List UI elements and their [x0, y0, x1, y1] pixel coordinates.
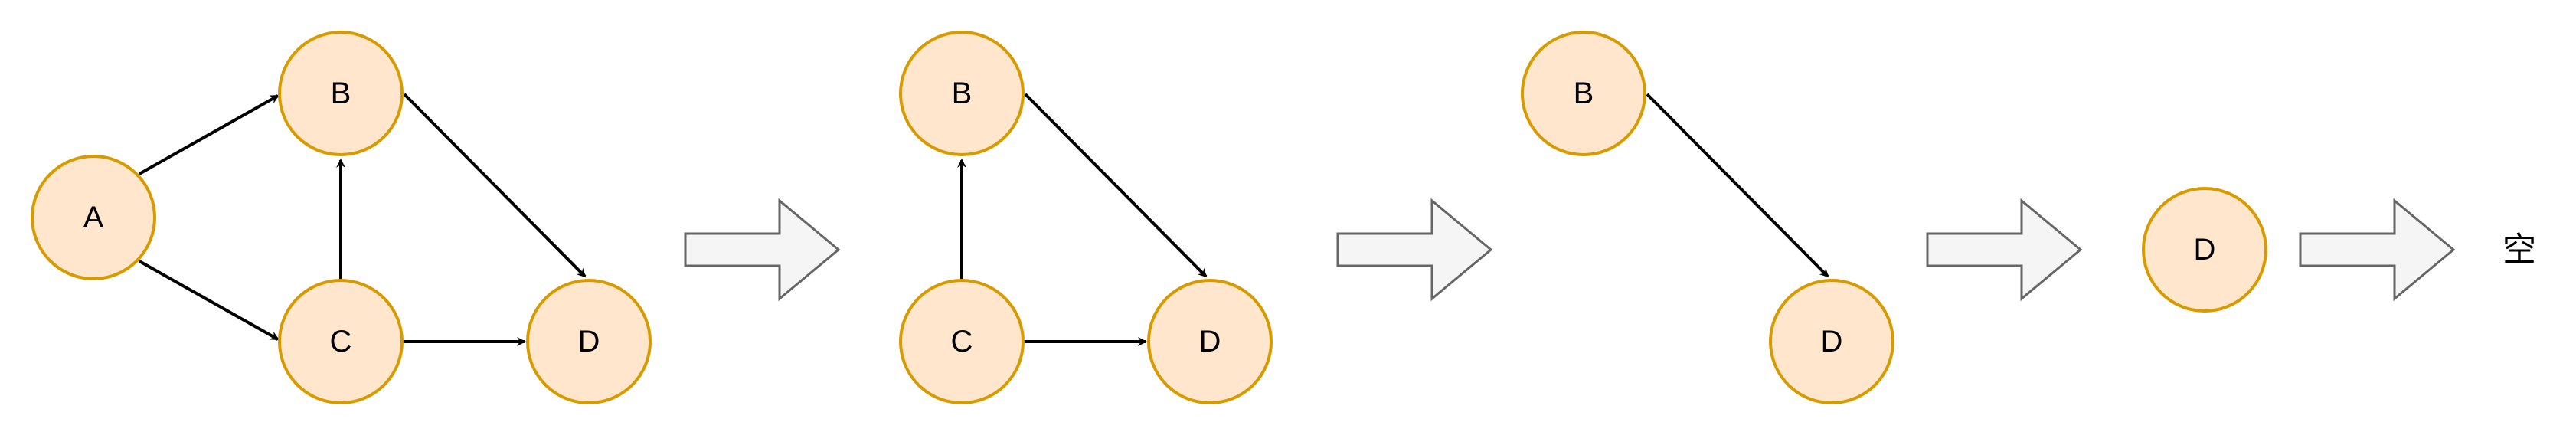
- step-arrow-2: [1336, 198, 1493, 302]
- node-label: D: [578, 325, 600, 358]
- node-label: B: [1574, 77, 1594, 110]
- node-d: D: [526, 279, 652, 404]
- node-a: A: [31, 155, 156, 280]
- node-label: C: [330, 325, 352, 358]
- edge-a-c: [139, 260, 280, 341]
- node-label: D: [1199, 325, 1221, 358]
- stage-1-graph: A B C D: [31, 31, 652, 404]
- edge-b-d: [1024, 93, 1208, 278]
- node-label: A: [83, 201, 104, 234]
- empty-result-label: 空: [2502, 231, 2536, 270]
- step-arrow-3: [1926, 198, 2083, 302]
- node-d: D: [1769, 279, 1894, 404]
- step-arrow-1: [684, 198, 841, 302]
- stage-3-graph: B D: [1521, 31, 1894, 404]
- node-label: B: [952, 77, 973, 110]
- node-b: B: [899, 31, 1025, 156]
- node-b: B: [278, 31, 404, 156]
- node-label: D: [1821, 325, 1843, 358]
- edge-a-b: [139, 94, 280, 175]
- node-d: D: [2142, 187, 2267, 313]
- stage-4-graph: D: [2142, 187, 2267, 313]
- stage-2-graph: B C D: [899, 31, 1273, 404]
- edge-b-d: [1646, 93, 1829, 278]
- node-label: B: [331, 77, 351, 110]
- edge-b-d: [403, 93, 587, 278]
- node-label: C: [951, 325, 973, 358]
- node-b: B: [1521, 31, 1646, 156]
- node-d: D: [1147, 279, 1273, 404]
- step-arrow-4: [2299, 198, 2456, 302]
- node-c: C: [899, 279, 1025, 404]
- node-c: C: [278, 279, 404, 404]
- node-label: D: [2194, 233, 2216, 267]
